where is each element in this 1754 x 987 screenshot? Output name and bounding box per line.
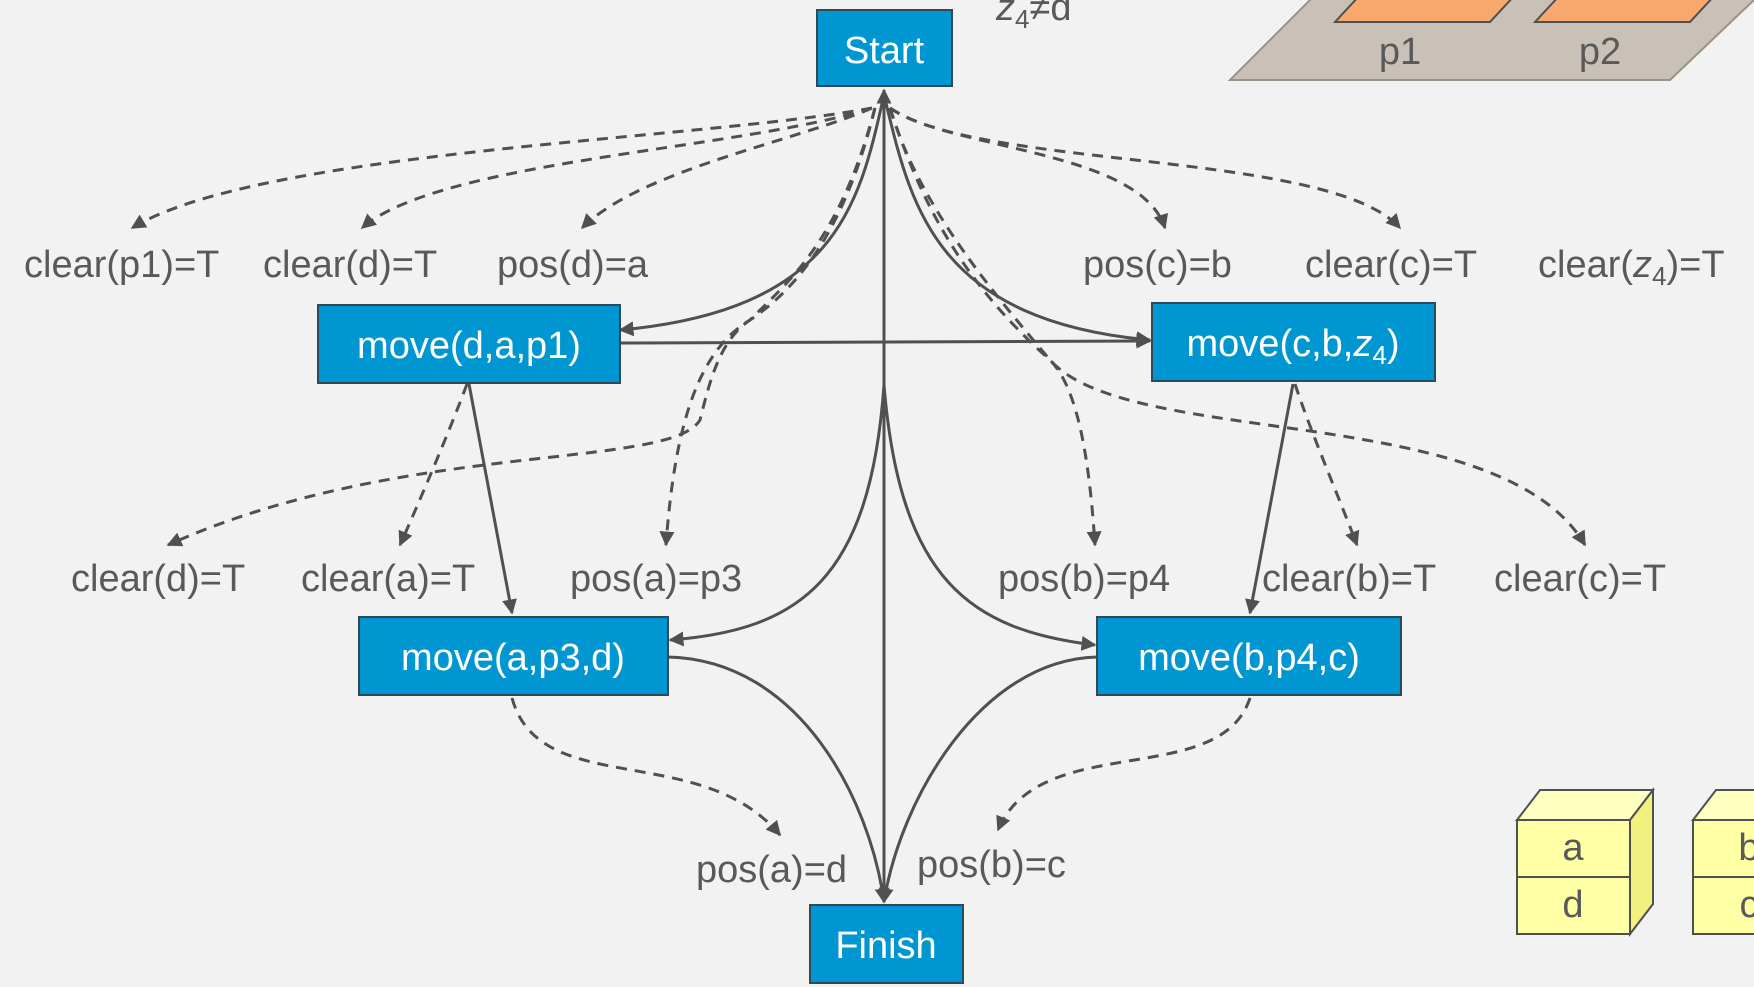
link-start-clear-d-mid bbox=[166, 107, 877, 547]
node-move-c-b-z4: move(c,b,z4) bbox=[1151, 302, 1436, 382]
place-p1 bbox=[1332, 0, 1512, 23]
link-move-bp4c-finish bbox=[878, 655, 1098, 904]
link-start-pos-d-a bbox=[580, 106, 873, 230]
link-mid-move-ap3d bbox=[668, 384, 886, 647]
node-start-label: Start bbox=[844, 30, 925, 72]
label-clear-d-top: clear(d)=T bbox=[263, 244, 437, 286]
label-pos-a-p3: pos(a)=p3 bbox=[570, 558, 742, 600]
link-move-ap3d-pos-a-d bbox=[510, 697, 782, 837]
label-clear-a: clear(a)=T bbox=[301, 558, 475, 600]
node-move-a-p3-d: move(a,p3,d) bbox=[358, 616, 669, 696]
node-move-d-a-p1-label: move(d,a,p1) bbox=[357, 325, 581, 367]
block-c: c bbox=[1740, 884, 1754, 926]
link-move-dap1-move-cbz4 bbox=[619, 333, 1152, 349]
place-label-p1: p1 bbox=[1379, 31, 1421, 73]
label-pos-c-b: pos(c)=b bbox=[1083, 244, 1232, 286]
condition-labels: z4≠d clear(p1)=T clear(d)=T pos(d)=a pos… bbox=[24, 0, 1725, 891]
link-start-move-cbz4 bbox=[882, 94, 1152, 347]
link-move-dap1-clear-a bbox=[398, 383, 469, 547]
node-move-b-p4-c-label: move(b,p4,c) bbox=[1138, 637, 1360, 679]
goal-table: p1 p2 bbox=[1227, 0, 1754, 81]
link-move-cbz4-clear-b bbox=[1293, 383, 1360, 547]
label-clear-p1: clear(p1)=T bbox=[24, 244, 219, 286]
node-finish: Finish bbox=[809, 904, 964, 984]
label-pos-a-d: pos(a)=d bbox=[696, 849, 847, 891]
link-move-dap1-move-ap3d bbox=[467, 383, 517, 615]
link-start-clear-c-mid bbox=[888, 107, 1587, 547]
link-start-pos-b-p4 bbox=[888, 107, 1102, 547]
node-move-c-b-z4-label: move(c,b,z4) bbox=[1187, 323, 1400, 370]
node-move-b-p4-c: move(b,p4,c) bbox=[1096, 616, 1402, 696]
block-b: b bbox=[1738, 827, 1754, 869]
goal-stack-left: a d bbox=[1514, 787, 1656, 937]
label-pos-d-a: pos(d)=a bbox=[497, 244, 649, 286]
link-start-move-dap1 bbox=[618, 94, 886, 337]
place-p2 bbox=[1532, 0, 1712, 23]
label-z4-neq-d: z4≠d bbox=[995, 0, 1071, 34]
label-pos-b-c: pos(b)=c bbox=[917, 844, 1066, 886]
label-clear-d-mid: clear(d)=T bbox=[71, 558, 245, 600]
label-clear-c-mid: clear(c)=T bbox=[1494, 558, 1666, 600]
link-start-clear-d bbox=[360, 106, 873, 230]
place-label-p2: p2 bbox=[1579, 31, 1621, 73]
link-start-pos-c-b bbox=[889, 106, 1168, 230]
link-move-cbz4-move-bp4c bbox=[1245, 383, 1295, 615]
block-d: d bbox=[1562, 884, 1583, 926]
label-clear-z4: clear(z4)=T bbox=[1538, 244, 1725, 291]
link-start-clear-p1 bbox=[130, 106, 873, 230]
dashed-links bbox=[130, 106, 1587, 837]
label-pos-b-p4: pos(b)=p4 bbox=[998, 558, 1170, 600]
goal-stack-right: b c bbox=[1690, 789, 1754, 935]
label-clear-c-top: clear(c)=T bbox=[1305, 244, 1477, 286]
link-mid-move-bp4c bbox=[882, 384, 1097, 651]
link-move-bp4c-pos-b-c bbox=[996, 697, 1252, 832]
node-finish-label: Finish bbox=[835, 925, 936, 967]
node-move-d-a-p1: move(d,a,p1) bbox=[317, 304, 621, 384]
link-start-pos-a-p3 bbox=[659, 107, 877, 547]
solid-links bbox=[467, 88, 1295, 904]
node-start: Start bbox=[816, 9, 953, 87]
link-start-clear-c bbox=[889, 106, 1402, 230]
label-clear-b: clear(b)=T bbox=[1262, 558, 1436, 600]
block-a: a bbox=[1562, 827, 1584, 869]
link-move-ap3d-finish bbox=[667, 655, 890, 904]
node-move-a-p3-d-label: move(a,p3,d) bbox=[401, 637, 625, 679]
